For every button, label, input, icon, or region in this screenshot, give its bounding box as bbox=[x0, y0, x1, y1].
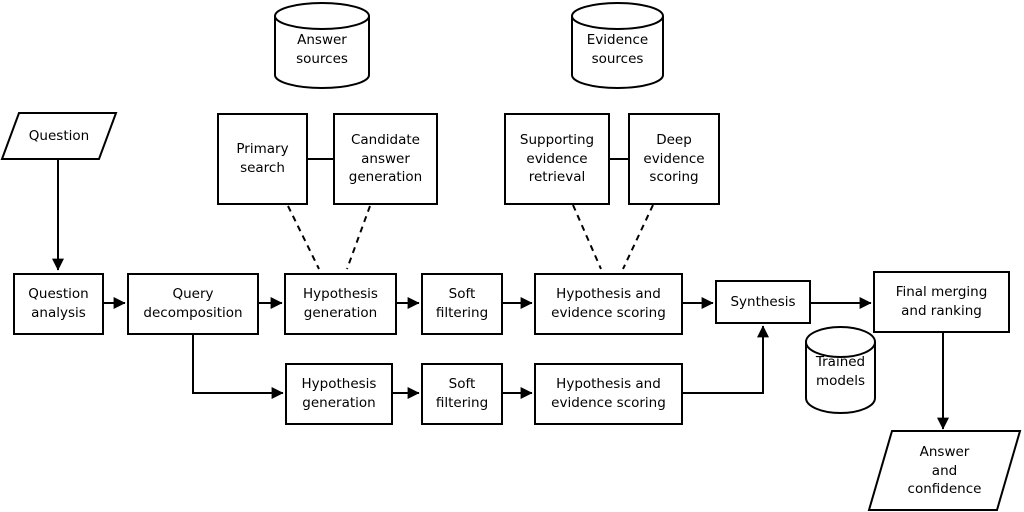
edge-query-decomposition-to-hypothesis-generation-2 bbox=[192, 335, 284, 399]
node-hypothesis-evidence-scoring-2: Hypothesis and evidence scoring bbox=[534, 363, 683, 425]
node-candidate-answer-generation: Candidate answer generation bbox=[333, 113, 438, 205]
trained-models-cylinder bbox=[805, 326, 876, 414]
arrow-edges bbox=[52, 160, 949, 430]
node-hypothesis-evidence-scoring-1: Hypothesis and evidence scoring bbox=[534, 273, 683, 335]
edge-primary-search-to-hypothesis-generation bbox=[287, 205, 320, 270]
node-soft-filtering-2: Soft filtering bbox=[421, 363, 503, 425]
answer-sources-cylinder bbox=[274, 2, 370, 89]
evidence-sources-cylinder bbox=[571, 2, 664, 89]
node-synthesis: Synthesis bbox=[715, 280, 811, 324]
edge-deep-evidence-scoring-to-hypothesis-evidence-scoring bbox=[622, 204, 654, 270]
question-parallelogram bbox=[0, 112, 118, 160]
answer-confidence-parallelogram bbox=[867, 430, 1022, 511]
node-primary-search: Primary search bbox=[217, 113, 308, 205]
node-hypothesis-generation-1: Hypothesis generation bbox=[284, 273, 397, 335]
dashed-links bbox=[287, 204, 654, 270]
node-supporting-evidence-retrieval: Supporting evidence retrieval bbox=[504, 113, 610, 205]
node-deep-evidence-scoring: Deep evidence scoring bbox=[628, 113, 720, 205]
node-question-analysis: Question analysis bbox=[13, 273, 104, 335]
node-soft-filtering-1: Soft filtering bbox=[421, 273, 503, 335]
node-query-decomposition: Query decomposition bbox=[127, 273, 259, 335]
edge-hypothesis-evidence-scoring-2-to-synthesis bbox=[683, 325, 769, 394]
node-hypothesis-generation-2: Hypothesis generation bbox=[285, 363, 393, 425]
edge-supporting-evidence-retrieval-to-hypothesis-evidence-scoring bbox=[572, 204, 602, 270]
edge-candidate-answer-generation-to-hypothesis-generation bbox=[346, 205, 371, 270]
node-final-merging-ranking: Final merging and ranking bbox=[873, 271, 1010, 333]
